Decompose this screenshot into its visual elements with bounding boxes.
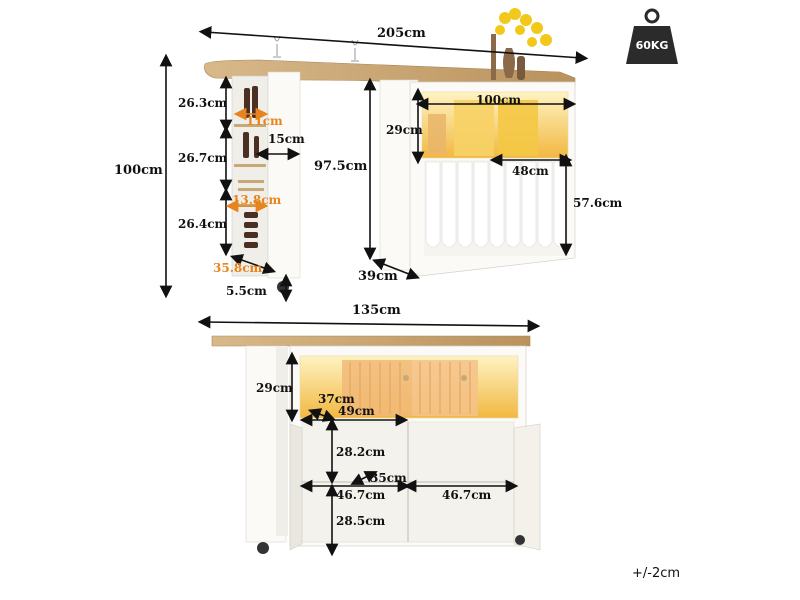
label-right-width: 46.7cm: [442, 488, 492, 502]
label-inner-depth-2: 35cm: [370, 471, 407, 485]
label-cabinet-width: 100cm: [476, 93, 522, 107]
label-upper-compartment: 29cm: [386, 123, 423, 137]
label-counter-height: 97.5cm: [314, 159, 368, 174]
label-door-height: 57.6cm: [573, 196, 623, 210]
label-shelf-height-2: 26.7cm: [178, 151, 228, 165]
label-door-width: 48cm: [512, 164, 549, 178]
label-left-width: 46.7cm: [336, 488, 386, 502]
caster-wheel: [277, 281, 289, 293]
tolerance-note: +/-2cm: [632, 566, 681, 581]
scalloped-doors: [425, 161, 567, 248]
label-shelf-height-lower: 28.5cm: [336, 514, 386, 528]
label-inner-width-1: 49cm: [338, 404, 375, 418]
label-wheel-height: 5.5cm: [226, 284, 267, 298]
weight-icon: [626, 8, 678, 64]
flower-vases: [491, 8, 552, 80]
label-total-height: 100cm: [114, 163, 163, 178]
label-bottle-slot: 13.8cm: [232, 193, 282, 207]
label-side-unit-width: 35.8cm: [213, 261, 263, 275]
extended-bar-cabinet: [204, 8, 576, 293]
label-wine-rack-spacing: 11cm: [246, 114, 283, 128]
label-cabinet-depth: 39cm: [358, 269, 398, 284]
label-shelf-height-1: 26.3cm: [178, 96, 228, 110]
label-shelf-depth: 15cm: [268, 132, 305, 146]
weight-label: 60KG: [635, 39, 669, 52]
label-shelf-height-3: 26.4cm: [178, 217, 228, 231]
right-door-open: [513, 423, 541, 551]
left-door-open: [289, 423, 303, 551]
label-collapsed-length: 135cm: [352, 303, 401, 318]
label-shelf-height-upper: 28.2cm: [336, 445, 386, 459]
label-total-length: 205cm: [377, 26, 426, 41]
countertop-collapsed: [211, 335, 531, 347]
label-inner-depth-1: 37cm: [318, 392, 355, 406]
label-upper-height: 29cm: [256, 381, 293, 395]
